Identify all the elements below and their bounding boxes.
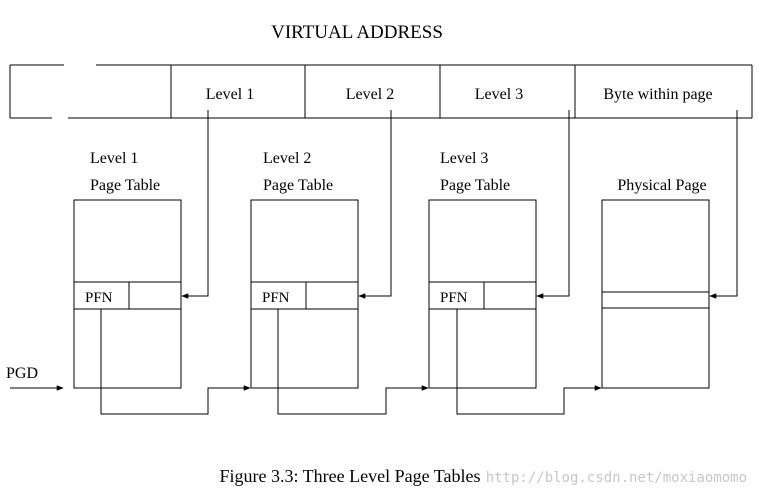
figure-caption: Figure 3.3: Three Level Page Tables bbox=[220, 466, 481, 486]
table2-title-line1: Level 2 bbox=[263, 150, 311, 167]
physical-page-title: Physical Page bbox=[617, 177, 706, 194]
level2-index-arrow bbox=[358, 110, 392, 299]
table1-pfn-label: PFN bbox=[85, 290, 113, 306]
table2-title-line2: Page Table bbox=[263, 177, 333, 194]
virtual-address-bar bbox=[9, 64, 753, 119]
table3-title-line1: Level 3 bbox=[440, 150, 488, 167]
address-field-level2: Level 2 bbox=[346, 86, 394, 103]
address-field-level3: Level 3 bbox=[475, 86, 523, 103]
table1-title-line2: Page Table bbox=[90, 177, 160, 194]
pfn2-to-level3-arrow bbox=[277, 309, 429, 415]
pfn3-to-physical-page-arrow bbox=[456, 309, 602, 415]
address-field-level1: Level 1 bbox=[206, 86, 254, 103]
table3-pfn-label: PFN bbox=[440, 290, 468, 306]
level1-index-arrow bbox=[181, 110, 209, 299]
pgd-label: PGD bbox=[6, 365, 38, 382]
level3-index-arrow bbox=[536, 110, 570, 299]
level2-page-table bbox=[250, 199, 359, 389]
level3-page-table bbox=[428, 199, 537, 389]
byte-offset-arrow bbox=[709, 110, 738, 299]
level1-page-table bbox=[73, 199, 182, 389]
table2-pfn-label: PFN bbox=[262, 290, 290, 306]
diagram-title: VIRTUAL ADDRESS bbox=[271, 22, 443, 43]
table1-title-line1: Level 1 bbox=[90, 150, 138, 167]
pfn1-to-level2-arrow bbox=[100, 309, 251, 415]
address-field-byte-within-page: Byte within page bbox=[603, 86, 712, 103]
physical-page-box bbox=[601, 199, 710, 389]
table3-title-line2: Page Table bbox=[440, 177, 510, 194]
watermark-url: http://blog.csdn.net/moxiaomomo bbox=[486, 470, 747, 486]
